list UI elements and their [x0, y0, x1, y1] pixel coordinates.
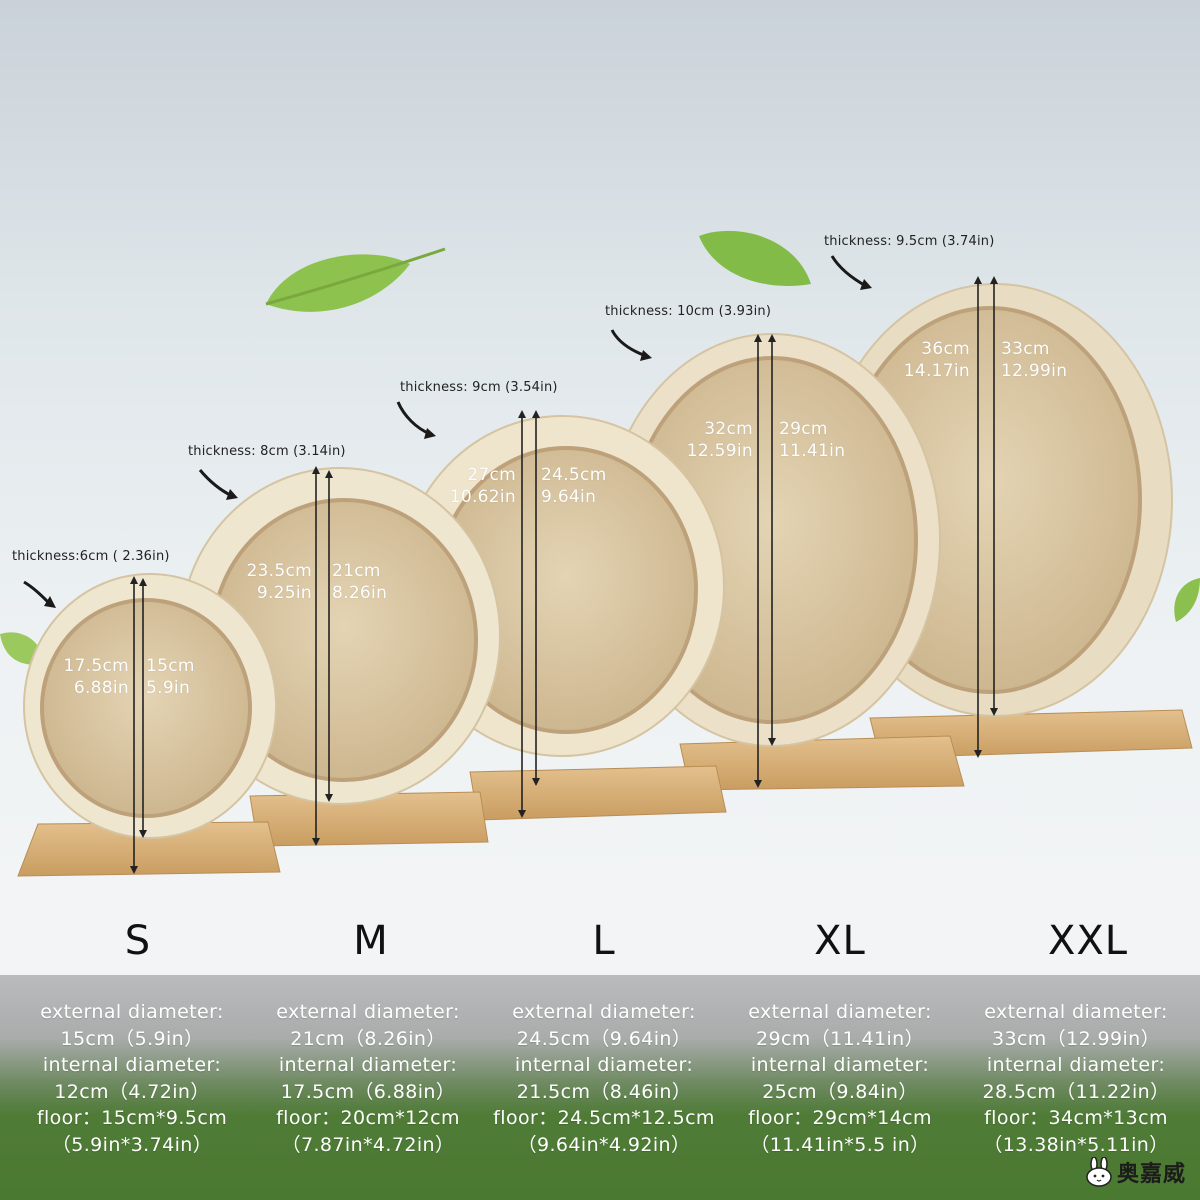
- bunny-face-icon: [1086, 1157, 1112, 1187]
- spec-panel: external diameter: 15cm（5.9in） internal …: [0, 975, 1200, 1200]
- spec-ext-value: 24.5cm（9.64in）: [516, 1027, 692, 1050]
- size-label-xxl: XXL: [1047, 918, 1129, 964]
- wheel-s: [23, 573, 277, 839]
- base-xl: [679, 735, 965, 791]
- spec-floor-in: （7.87in*4.72in）: [281, 1133, 455, 1156]
- spec-ext-label: external diameter:: [512, 1001, 696, 1023]
- spec-ext-value: 15cm（5.9in）: [60, 1027, 204, 1050]
- thickness-arrowheads: [44, 279, 872, 608]
- measure-arrowheads: [130, 276, 998, 874]
- spec-int-value: 12cm（4.72in）: [54, 1080, 210, 1103]
- spec-ext-value: 33cm（12.99in）: [991, 1027, 1161, 1050]
- spec-column-xxl: external diameter: 33cm（12.99in） interna…: [956, 999, 1196, 1158]
- spec-column-s: external diameter: 15cm（5.9in） internal …: [12, 999, 252, 1158]
- spec-floor: floor：34cm*13cm: [984, 1107, 1168, 1129]
- thickness-label-m: thickness: 8cm (3.14in): [188, 444, 346, 459]
- spec-ext-label: external diameter:: [40, 1001, 224, 1023]
- thickness-label-xxl: thickness: 9.5cm (3.74in): [824, 234, 995, 249]
- thickness-label-s: thickness:6cm ( 2.36in): [12, 549, 170, 564]
- spec-column-xl: external diameter: 29cm（11.41in） interna…: [720, 999, 960, 1158]
- brand-name: 奥嘉威: [1116, 1162, 1186, 1187]
- spec-int-value: 28.5cm（11.22in）: [982, 1080, 1170, 1103]
- spec-floor: floor：29cm*14cm: [748, 1107, 932, 1129]
- spec-ext-label: external diameter:: [984, 1001, 1168, 1023]
- spec-ext-label: external diameter:: [276, 1001, 460, 1023]
- size-label-s: S: [124, 918, 152, 964]
- spec-ext-value: 29cm（11.41in）: [755, 1027, 925, 1050]
- thickness-label-l: thickness: 9cm (3.54in): [400, 380, 558, 395]
- size-label-l: L: [592, 918, 616, 964]
- spec-floor-in: （9.64in*4.92in）: [517, 1133, 691, 1156]
- wheels-scene: [17, 255, 1193, 877]
- leaf-decoration: [265, 247, 446, 312]
- spec-floor-in: （11.41in*5.5 in）: [750, 1133, 930, 1156]
- measure-lines: [133, 280, 995, 872]
- spec-int-label: internal diameter:: [42, 1054, 222, 1076]
- spec-int-value: 21.5cm（8.46in）: [516, 1080, 692, 1103]
- base-l: [469, 765, 727, 821]
- spec-int-value: 17.5cm（6.88in）: [280, 1080, 456, 1103]
- size-label-xl: XL: [814, 918, 866, 964]
- leaf-decoration: [1174, 578, 1200, 622]
- spec-floor: floor：15cm*9.5cm: [36, 1107, 228, 1129]
- spec-column-l: external diameter: 24.5cm（9.64in） intern…: [484, 999, 724, 1158]
- spec-int-label: internal diameter:: [514, 1054, 694, 1076]
- spec-ext-value: 21cm（8.26in）: [290, 1027, 446, 1050]
- brand-logo: 奥嘉威: [1085, 1156, 1186, 1188]
- size-label-m: M: [353, 918, 389, 964]
- spec-floor-in: （13.38in*5.11in）: [983, 1133, 1169, 1156]
- spec-floor: floor：20cm*12cm: [276, 1107, 460, 1129]
- spec-int-label: internal diameter:: [750, 1054, 930, 1076]
- leaf-decoration: [699, 230, 811, 286]
- spec-floor-in: （5.9in*3.74in）: [51, 1133, 213, 1156]
- spec-int-label: internal diameter:: [986, 1054, 1166, 1076]
- spec-floor: floor：24.5cm*12.5cm: [493, 1107, 715, 1129]
- thickness-label-xl: thickness: 10cm (3.93in): [605, 304, 772, 319]
- spec-int-value: 25cm（9.84in）: [762, 1080, 918, 1103]
- spec-int-label: internal diameter:: [278, 1054, 458, 1076]
- spec-column-m: external diameter: 21cm（8.26in） internal…: [248, 999, 488, 1158]
- spec-ext-label: external diameter:: [748, 1001, 932, 1023]
